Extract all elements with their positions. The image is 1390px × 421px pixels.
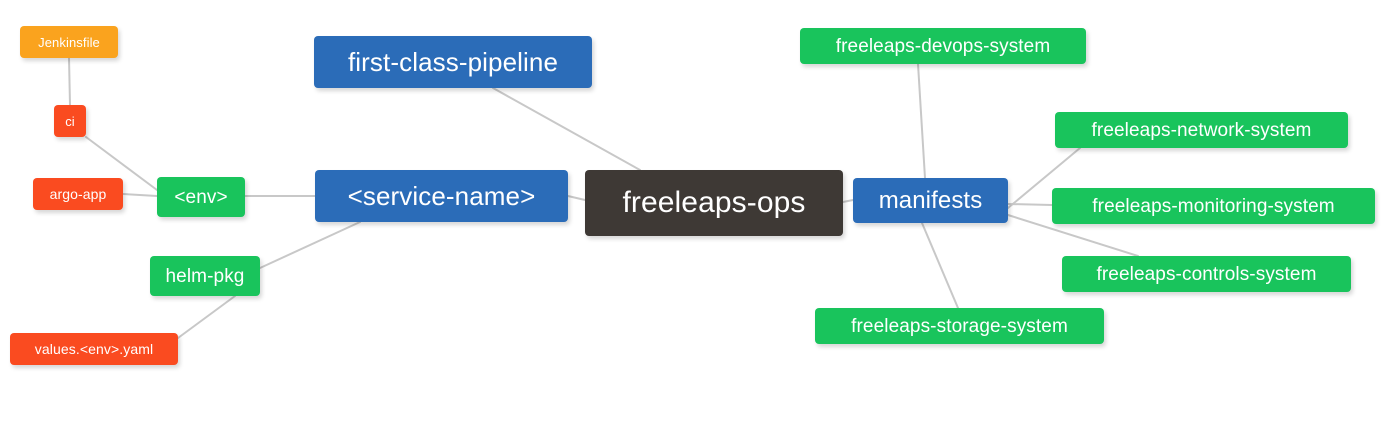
edge-values-env-yaml-to-helm-pkg [177, 295, 236, 339]
node-monitoring-system[interactable]: freeleaps-monitoring-system [1052, 188, 1375, 224]
node-devops-system[interactable]: freeleaps-devops-system [800, 28, 1086, 64]
node-ci[interactable]: ci [54, 105, 86, 137]
node-label-network-system: freeleaps-network-system [1091, 119, 1312, 141]
node-network-system[interactable]: freeleaps-network-system [1055, 112, 1348, 148]
node-freeleaps-ops[interactable]: freeleaps-ops [585, 170, 843, 236]
node-label-controls-system: freeleaps-controls-system [1096, 263, 1317, 285]
node-first-class-pipeline[interactable]: first-class-pipeline [314, 36, 592, 88]
node-label-jenkinsfile: Jenkinsfile [38, 34, 100, 50]
node-label-monitoring-system: freeleaps-monitoring-system [1092, 195, 1335, 217]
node-label-storage-system: freeleaps-storage-system [851, 315, 1068, 337]
node-jenkinsfile[interactable]: Jenkinsfile [20, 26, 118, 58]
node-manifests[interactable]: manifests [853, 178, 1008, 223]
node-helm-pkg[interactable]: helm-pkg [150, 256, 260, 296]
node-label-env: <env> [174, 186, 228, 208]
edge-manifests-to-devops-system [917, 63, 926, 179]
node-storage-system[interactable]: freeleaps-storage-system [815, 308, 1104, 344]
node-service-name[interactable]: <service-name> [315, 170, 568, 222]
edge-freeleaps-ops-to-manifests [842, 199, 854, 203]
node-label-freeleaps-ops: freeleaps-ops [622, 186, 806, 219]
node-label-argo-app: argo-app [49, 186, 107, 202]
node-label-ci: ci [65, 113, 75, 129]
node-label-helm-pkg: helm-pkg [165, 265, 245, 287]
edge-manifests-to-storage-system [921, 222, 959, 309]
edge-helm-pkg-to-service-name [259, 221, 361, 269]
node-label-first-class-pipeline: first-class-pipeline [347, 47, 559, 77]
node-argo-app[interactable]: argo-app [33, 178, 123, 210]
node-label-manifests: manifests [878, 186, 983, 214]
node-label-devops-system: freeleaps-devops-system [835, 35, 1051, 57]
node-values-env-yaml[interactable]: values.<env>.yaml [10, 333, 178, 365]
edge-argo-app-to-env [122, 193, 158, 197]
node-label-values-env-yaml: values.<env>.yaml [34, 341, 154, 357]
node-controls-system[interactable]: freeleaps-controls-system [1062, 256, 1351, 292]
edge-manifests-to-monitoring-system [1007, 203, 1053, 206]
edge-service-name-to-freeleaps-ops [567, 195, 586, 201]
node-env[interactable]: <env> [157, 177, 245, 217]
edge-first-class-pipeline-to-freeleaps-ops [492, 87, 641, 171]
edge-jenkinsfile-to-ci [68, 57, 71, 106]
node-label-service-name: <service-name> [347, 181, 536, 211]
